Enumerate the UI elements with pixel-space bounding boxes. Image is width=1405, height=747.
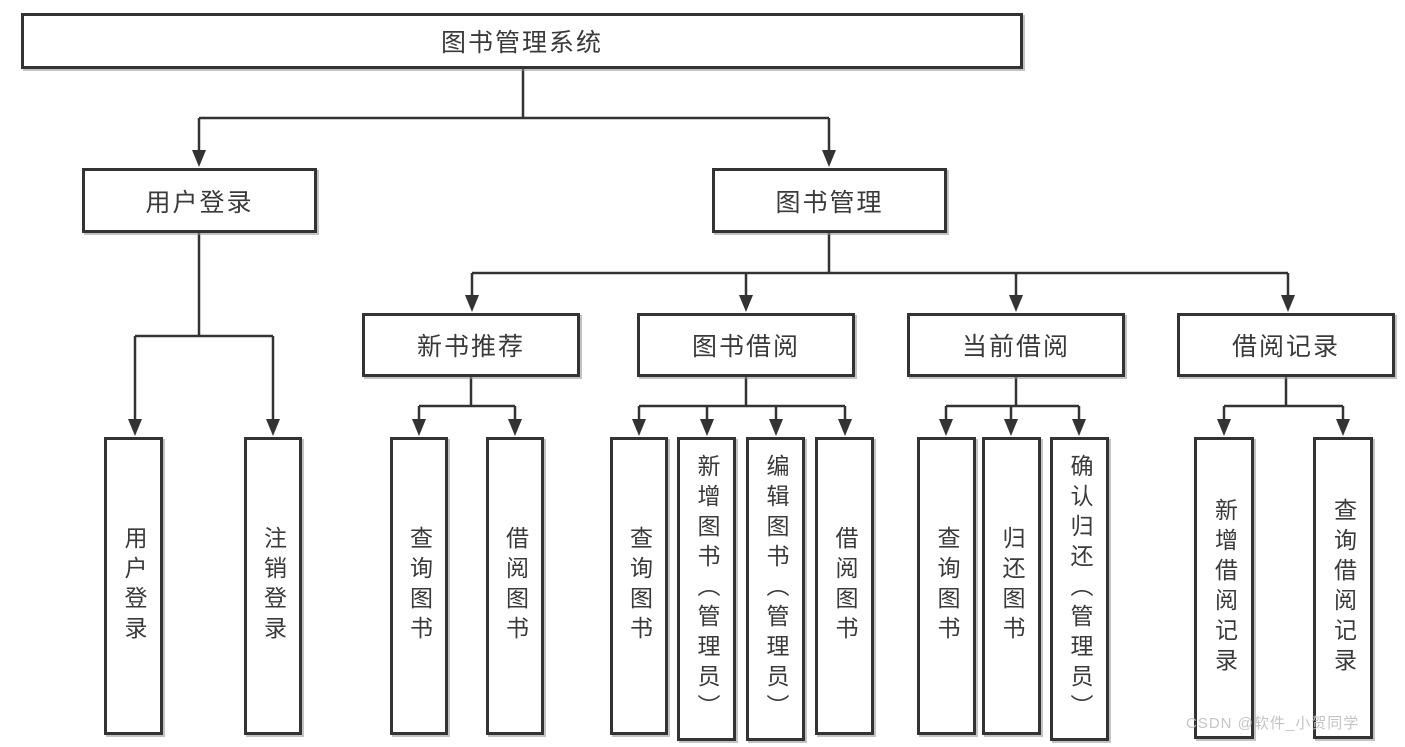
node-user-login: 用户登录 [82,168,317,233]
leaf-query-books-borrowing: 查询图书 [610,437,668,735]
leaf-borrow-books-recommend: 借阅图书 [486,437,544,735]
leaf-logout: 注销登录 [244,437,302,735]
watermark: CSDN @软件_小贺同学 [1186,715,1360,732]
node-borrowing-records: 借阅记录 [1177,313,1395,377]
node-book-borrowing: 图书借阅 [637,313,855,377]
node-new-book-recommend: 新书推荐 [362,313,580,377]
leaf-return-books: 归还图书 [982,437,1041,735]
leaf-query-books-recommend: 查询图书 [390,437,448,735]
node-current-borrowing: 当前借阅 [907,313,1125,377]
node-book-management: 图书管理 [712,168,947,233]
leaf-edit-books-admin: 编辑图书（管理员） [746,437,805,741]
leaf-query-borrow-record: 查询借阅记录 [1313,437,1373,739]
leaf-borrow-books-borrowing: 借阅图书 [815,437,874,735]
leaf-user-login: 用户登录 [104,437,163,735]
leaf-add-borrow-record: 新增借阅记录 [1194,437,1254,739]
node-root: 图书管理系统 [21,13,1023,69]
leaf-add-books-admin: 新增图书（管理员） [677,437,736,741]
leaf-confirm-return-admin: 确认归还（管理员） [1050,437,1109,741]
leaf-query-books-current: 查询图书 [917,437,976,735]
